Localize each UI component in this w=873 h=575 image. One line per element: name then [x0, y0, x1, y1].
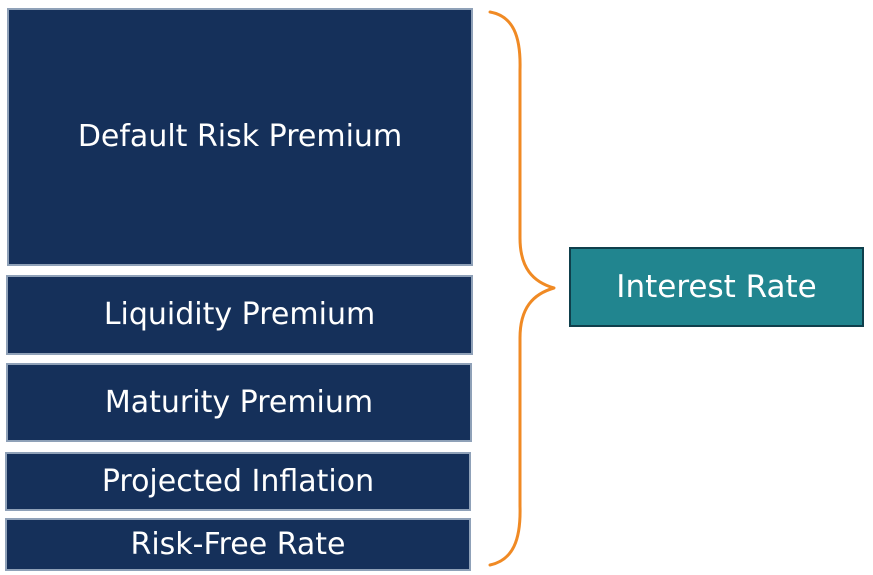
default-risk-premium-label: Default Risk Premium	[77, 119, 403, 154]
risk-free-rate-label: Risk-Free Rate	[130, 526, 346, 562]
liquidity-premium-label: Liquidity Premium	[103, 297, 376, 332]
maturity-premium-block: Maturity Premium	[6, 363, 472, 442]
default-risk-premium-block: Default Risk Premium	[7, 8, 473, 266]
curly-brace-path	[488, 10, 556, 567]
interest-rate-result-box: Interest Rate	[569, 247, 864, 327]
interest-rate-label: Interest Rate	[616, 268, 817, 305]
projected-inflation-block: Projected Inflation	[5, 452, 471, 511]
projected-inflation-label: Projected Inflation	[101, 463, 375, 499]
liquidity-premium-block: Liquidity Premium	[6, 275, 473, 355]
risk-free-rate-block: Risk-Free Rate	[5, 518, 471, 571]
maturity-premium-label: Maturity Premium	[104, 384, 374, 420]
